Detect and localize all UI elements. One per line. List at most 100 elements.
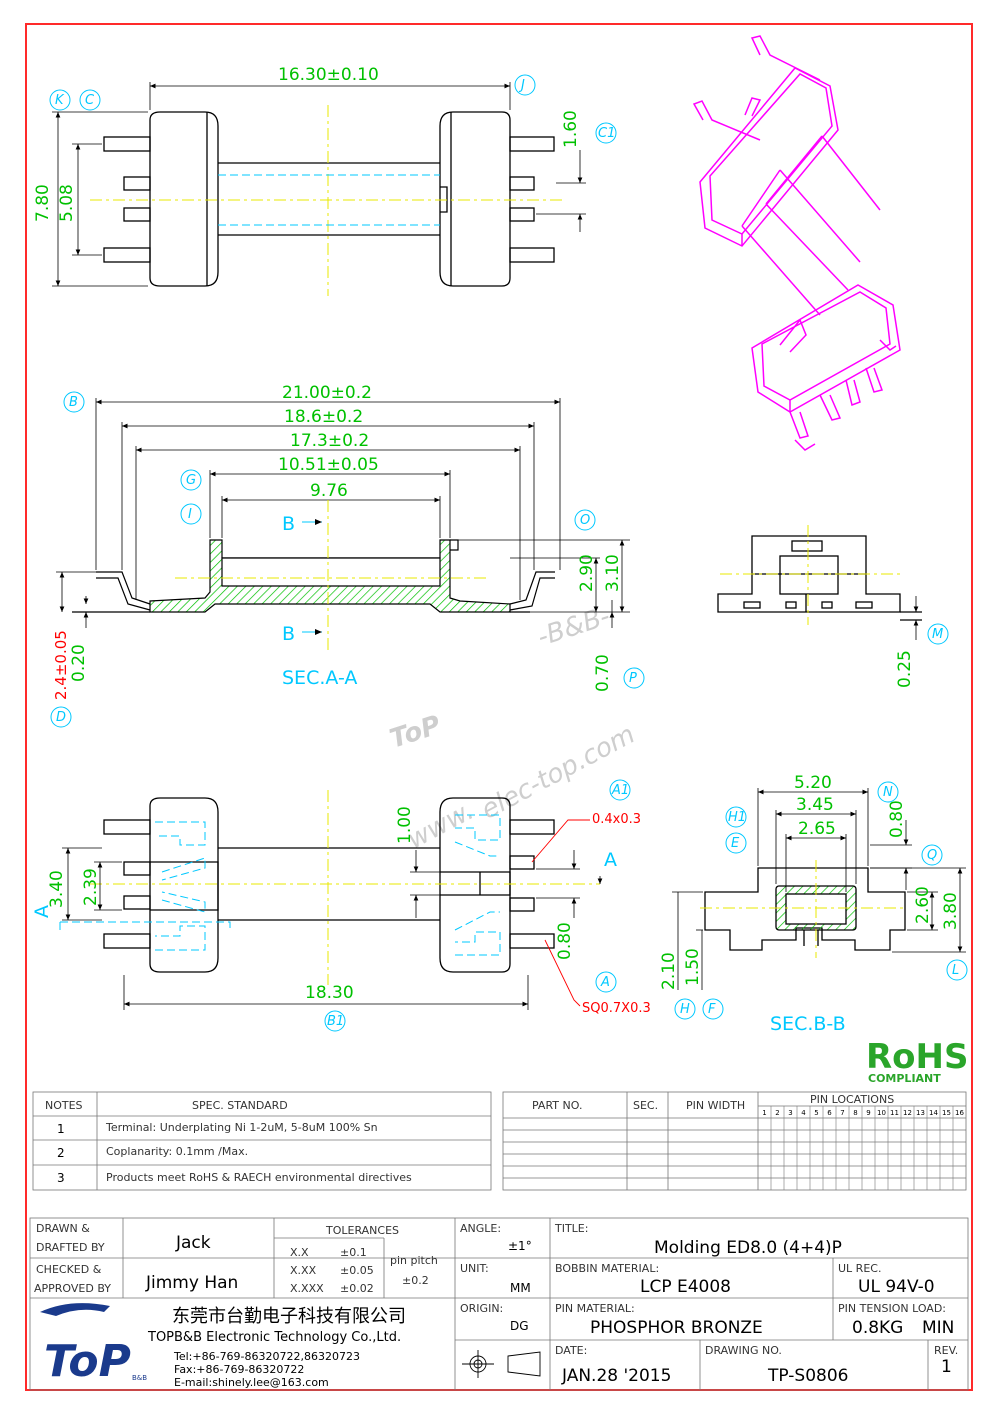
dim-top-pin-pitch: 1.60 bbox=[561, 110, 581, 148]
bobbin-label: BOBBIN MATERIAL: bbox=[555, 1262, 659, 1275]
pin-location-number: 11 bbox=[890, 1109, 899, 1117]
section-bb-label: SEC.B-B bbox=[770, 1013, 846, 1035]
bottom-view-hidden bbox=[59, 814, 501, 956]
dim-top-pin-span: 5.08 bbox=[57, 184, 77, 222]
dim-top-height: 7.80 bbox=[33, 184, 53, 222]
tolerances-label: TOLERANCES bbox=[325, 1224, 399, 1237]
rev-label: REV. bbox=[934, 1344, 958, 1357]
date-value: JAN.28 '2015 bbox=[561, 1366, 671, 1386]
note-row-3-num: 3 bbox=[57, 1171, 65, 1185]
end-view bbox=[717, 535, 922, 640]
svg-text:Q: Q bbox=[927, 848, 937, 863]
dim-aa-winding: 9.76 bbox=[310, 481, 348, 501]
drawn-label-1: DRAWN & bbox=[36, 1222, 90, 1235]
dim-bottom-length: 18.30 bbox=[305, 983, 354, 1003]
reference-bubbles bbox=[49, 74, 968, 1032]
dim-aa-thickness: 0.20 bbox=[69, 644, 89, 682]
svg-text:I: I bbox=[188, 507, 192, 522]
ref-bubble-f bbox=[702, 998, 724, 1020]
note-row-1-text: Terminal: Underplating Ni 1-2uM, 5-8uM 1… bbox=[105, 1121, 378, 1134]
section-aa-label: SEC.A-A bbox=[282, 667, 357, 689]
checked-label-1: CHECKED & bbox=[36, 1263, 102, 1276]
dim-bb-w3: 2.65 bbox=[798, 819, 836, 839]
watermark-url: elec-top.com bbox=[477, 720, 641, 826]
svg-text:K: K bbox=[55, 93, 65, 108]
unit-value: MM bbox=[510, 1281, 531, 1295]
ref-bubble-j bbox=[514, 74, 536, 96]
company-en: TOPB&B Electronic Technology Co.,Ltd. bbox=[147, 1330, 401, 1345]
sheet-frame bbox=[25, 23, 973, 1391]
rohs-logo: RoHS COMPLIANT bbox=[866, 1037, 968, 1085]
pin-location-number: 4 bbox=[801, 1109, 806, 1117]
drawing-value: TP-S0806 bbox=[767, 1366, 848, 1386]
ref-bubble-m bbox=[927, 623, 949, 645]
unit-label: UNIT: bbox=[460, 1262, 489, 1275]
dim-aa-h1: 2.90 bbox=[577, 554, 597, 592]
tol-row-2-val: ±0.05 bbox=[340, 1264, 374, 1277]
ul-label: UL REC. bbox=[838, 1262, 881, 1275]
ref-bubble-a1 bbox=[609, 779, 631, 801]
section-bb-dims bbox=[672, 788, 966, 990]
company-fax: Fax:+86-769-86320722 bbox=[174, 1363, 304, 1376]
section-bb bbox=[704, 867, 906, 951]
dim-end-standoff: 0.25 bbox=[895, 650, 915, 688]
watermark-brand: ToP bbox=[386, 710, 444, 754]
pin-pitch-value: ±0.2 bbox=[402, 1274, 429, 1287]
bobbin-value: LCP E4008 bbox=[640, 1277, 731, 1297]
section-bb-centerlines bbox=[700, 860, 905, 958]
note-row-2-text: Coplanarity: 0.1mm /Max. bbox=[106, 1145, 248, 1158]
cut-a-left: A bbox=[31, 905, 53, 918]
section-aa-dims bbox=[56, 398, 630, 628]
ref-bubble-a bbox=[595, 971, 617, 993]
pin-location-number: 8 bbox=[853, 1109, 857, 1117]
angle-value: ±1° bbox=[508, 1239, 532, 1253]
parts-table bbox=[502, 1091, 967, 1191]
cut-a-right: A bbox=[604, 849, 617, 871]
notes-header-notes: NOTES bbox=[45, 1099, 83, 1112]
dim-aa-h2: 3.10 bbox=[603, 554, 623, 592]
svg-text:H1: H1 bbox=[728, 810, 746, 825]
parts-header-sec: SEC. bbox=[633, 1099, 658, 1112]
dim-aa-pin-height: 2.4±0.05 bbox=[52, 630, 70, 700]
company-tel: Tel:+86-769-86320722,86320723 bbox=[173, 1350, 360, 1363]
dim-bb-h3: 2.10 bbox=[659, 952, 679, 990]
company-cn: 东莞市台勤电子科技有限公司 bbox=[172, 1306, 406, 1327]
reference-letters: K C J C1 B G I O D P M A1 H1 E N Q L A H… bbox=[55, 78, 959, 1029]
ref-bubble-h1 bbox=[725, 806, 747, 828]
pin-location-number: 1 bbox=[762, 1109, 766, 1117]
top-view-centerlines bbox=[90, 105, 565, 296]
date-label: DATE: bbox=[555, 1344, 587, 1357]
dim-aa-pin-outer: 18.6±0.2 bbox=[284, 407, 363, 427]
drawn-by: Jack bbox=[175, 1233, 211, 1253]
ref-bubble-o bbox=[574, 509, 596, 531]
ref-bubble-i bbox=[180, 503, 202, 525]
dim-bottom-pin-w: 0.80 bbox=[555, 922, 575, 960]
dim-bottom-slot: 1.00 bbox=[395, 806, 415, 844]
svg-text:D: D bbox=[56, 710, 66, 725]
rohs-sub: COMPLIANT bbox=[868, 1072, 941, 1085]
ref-bubble-h bbox=[674, 998, 696, 1020]
svg-text:A1: A1 bbox=[611, 783, 629, 798]
notes-header-spec: SPEC. STANDARD bbox=[192, 1099, 288, 1112]
checked-by: Jimmy Han bbox=[145, 1273, 238, 1293]
ref-bubble-c bbox=[79, 89, 101, 111]
dim-bb-h1: 2.60 bbox=[913, 886, 933, 924]
logo-sub: B&B bbox=[132, 1374, 147, 1382]
svg-text:J: J bbox=[518, 78, 525, 93]
logo-text: ToP bbox=[44, 1336, 131, 1387]
end-view-centerlines bbox=[720, 525, 900, 625]
checked-label-2: APPROVED BY bbox=[34, 1282, 111, 1295]
top-view bbox=[103, 111, 555, 287]
top-view-dims bbox=[52, 82, 586, 287]
svg-text:L: L bbox=[952, 963, 959, 978]
pin-location-number: 16 bbox=[955, 1109, 964, 1117]
svg-text:F: F bbox=[708, 1002, 716, 1017]
pin-material-value: PHOSPHOR BRONZE bbox=[590, 1318, 763, 1338]
pin-location-number: 15 bbox=[942, 1109, 951, 1117]
rohs-title: RoHS bbox=[866, 1037, 968, 1077]
svg-text:B: B bbox=[69, 395, 78, 410]
dim-aa-standoff: 0.70 bbox=[593, 654, 613, 692]
ref-bubble-b1 bbox=[324, 1010, 346, 1032]
ref-bubble-e bbox=[725, 832, 747, 854]
